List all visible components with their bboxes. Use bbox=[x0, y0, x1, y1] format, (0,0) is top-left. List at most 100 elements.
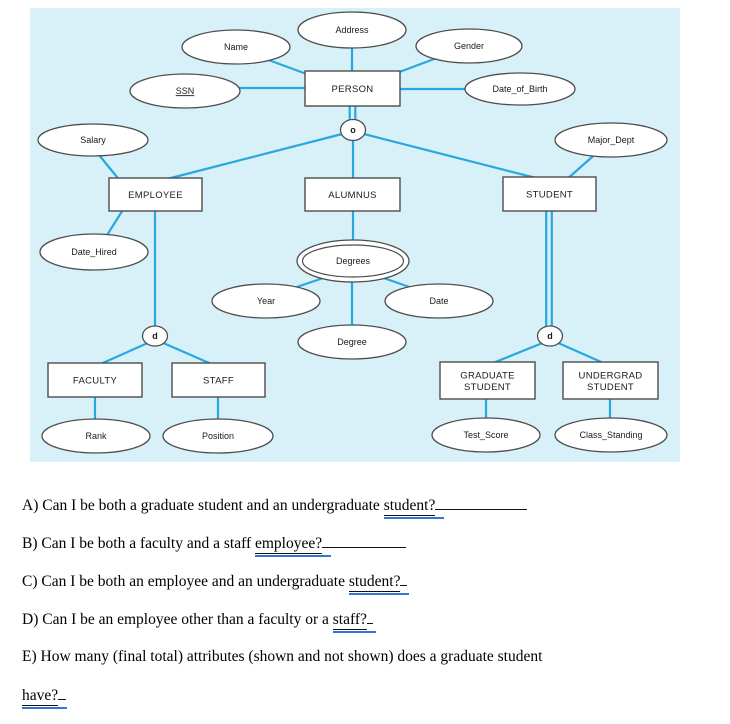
attribute-class-standing: Class_Standing bbox=[554, 417, 668, 453]
attribute-degrees: Degrees bbox=[296, 239, 410, 283]
specialization-circle bbox=[141, 325, 169, 347]
entity-label: FACULTY bbox=[73, 375, 118, 386]
entity-rect bbox=[108, 177, 203, 212]
answer-blank bbox=[400, 572, 408, 587]
question-text: C) Can I be both an employee and an unde… bbox=[22, 573, 349, 591]
attribute-label: Salary bbox=[80, 135, 106, 145]
specialization-circle bbox=[339, 118, 367, 142]
entity-label: STAFF bbox=[203, 375, 234, 386]
attribute-ellipse bbox=[464, 72, 576, 106]
attribute-date: Date bbox=[384, 283, 494, 319]
edge-line bbox=[162, 130, 351, 182]
answer-blank bbox=[366, 610, 373, 625]
attribute-label: Gender bbox=[454, 41, 484, 51]
attribute-label: Date_of_Birth bbox=[492, 84, 547, 94]
entity-faculty: FACULTY bbox=[47, 362, 143, 398]
attribute-label: Rank bbox=[85, 431, 107, 441]
attribute-ellipse bbox=[415, 28, 523, 64]
edge-line bbox=[487, 340, 546, 367]
attribute-ellipse bbox=[181, 29, 291, 65]
specialization-letter: d bbox=[152, 331, 158, 341]
specialization-circle bbox=[536, 325, 564, 347]
attribute-ssn: SSN bbox=[129, 73, 241, 109]
attribute-ellipse bbox=[37, 123, 149, 157]
question-e-continued: have? bbox=[22, 686, 730, 724]
question-d: D) Can I be an employee other than a fac… bbox=[22, 610, 730, 648]
attribute-ellipse bbox=[41, 418, 151, 454]
entity-rect bbox=[439, 361, 536, 400]
edge-d-faculty bbox=[95, 340, 151, 368]
attribute-ellipse bbox=[431, 417, 541, 453]
entity-student: STUDENT bbox=[502, 176, 597, 212]
entity-rect bbox=[562, 361, 659, 400]
attribute-salary: Salary bbox=[37, 123, 149, 157]
attribute-ellipse bbox=[297, 324, 407, 360]
entity-person: PERSON bbox=[304, 70, 401, 107]
answer-blank bbox=[58, 686, 67, 701]
attribute-ellipse bbox=[384, 283, 494, 319]
attribute-ellipse bbox=[162, 418, 274, 454]
question-text: A) Can I be both a graduate student and … bbox=[22, 497, 384, 515]
attribute-ellipse bbox=[297, 11, 407, 49]
entity-label: EMPLOYEE bbox=[128, 190, 183, 201]
attribute-label: Date bbox=[429, 296, 448, 306]
underlined-word: student? bbox=[383, 497, 444, 520]
entity-rect bbox=[47, 362, 143, 398]
edge-o-student bbox=[355, 130, 541, 181]
entity-rect bbox=[304, 177, 401, 212]
question-text: B) Can I be both a faculty and a staff bbox=[22, 535, 255, 553]
underlined-word: student? bbox=[348, 573, 410, 596]
question-e: E) How many (final total) attributes (sh… bbox=[22, 648, 730, 686]
attribute-date-hired: Date_Hired bbox=[39, 233, 149, 271]
attribute-degree: Degree bbox=[297, 324, 407, 360]
edge-o-employee bbox=[162, 130, 351, 182]
edge-line bbox=[355, 130, 541, 181]
attribute-gender: Gender bbox=[415, 28, 523, 64]
entity-employee: EMPLOYEE bbox=[108, 177, 203, 212]
attribute-label: Test_Score bbox=[463, 430, 508, 440]
attribute-test-score: Test_Score bbox=[431, 417, 541, 453]
attribute-label: Date_Hired bbox=[71, 247, 117, 257]
attribute-label: Major_Dept bbox=[588, 135, 635, 145]
circle-o-specialization: o bbox=[339, 118, 367, 142]
edge-student-d bbox=[545, 210, 553, 330]
answer-blank bbox=[435, 496, 528, 511]
attribute-name: Name bbox=[181, 29, 291, 65]
circle-d-specialization-right: d bbox=[536, 325, 564, 347]
entity-label: ALUMNUS bbox=[328, 190, 377, 201]
attribute-label: Degree bbox=[337, 337, 367, 347]
underlined-word: employee? bbox=[255, 535, 332, 558]
attribute-ellipse bbox=[211, 283, 321, 319]
edge-d-undergrad bbox=[555, 340, 609, 367]
specialization-letter: d bbox=[547, 331, 553, 341]
attribute-label: SSN bbox=[176, 86, 195, 96]
attribute-year: Year bbox=[211, 283, 321, 319]
attribute-ellipse bbox=[129, 73, 241, 109]
specialization-letter: o bbox=[350, 125, 356, 135]
entity-rect bbox=[502, 176, 597, 212]
edge-d-graduate bbox=[487, 340, 546, 367]
edge-line bbox=[555, 340, 609, 367]
questions-section: A) Can I be both a graduate student and … bbox=[22, 496, 730, 724]
edge-d-staff bbox=[160, 340, 217, 368]
entity-rect bbox=[304, 70, 401, 107]
attribute-label: Name bbox=[224, 42, 248, 52]
attribute-ellipse bbox=[554, 122, 668, 158]
attribute-label: Degrees bbox=[336, 256, 371, 266]
attribute-address: Address bbox=[297, 11, 407, 49]
entity-label: PERSON bbox=[332, 84, 374, 95]
question-text: E) How many (final total) attributes (sh… bbox=[22, 648, 543, 665]
edge-line bbox=[95, 340, 151, 368]
attribute-label: Position bbox=[202, 431, 234, 441]
multivalued-ellipse-inner bbox=[301, 244, 405, 278]
attribute-label: Class_Standing bbox=[579, 430, 642, 440]
entity-rect bbox=[171, 362, 266, 398]
question-b: B) Can I be both a faculty and a staff e… bbox=[22, 534, 730, 572]
underlined-word: have? bbox=[22, 687, 68, 710]
attribute-date-of-birth: Date_of_Birth bbox=[464, 72, 576, 106]
attribute-rank: Rank bbox=[41, 418, 151, 454]
